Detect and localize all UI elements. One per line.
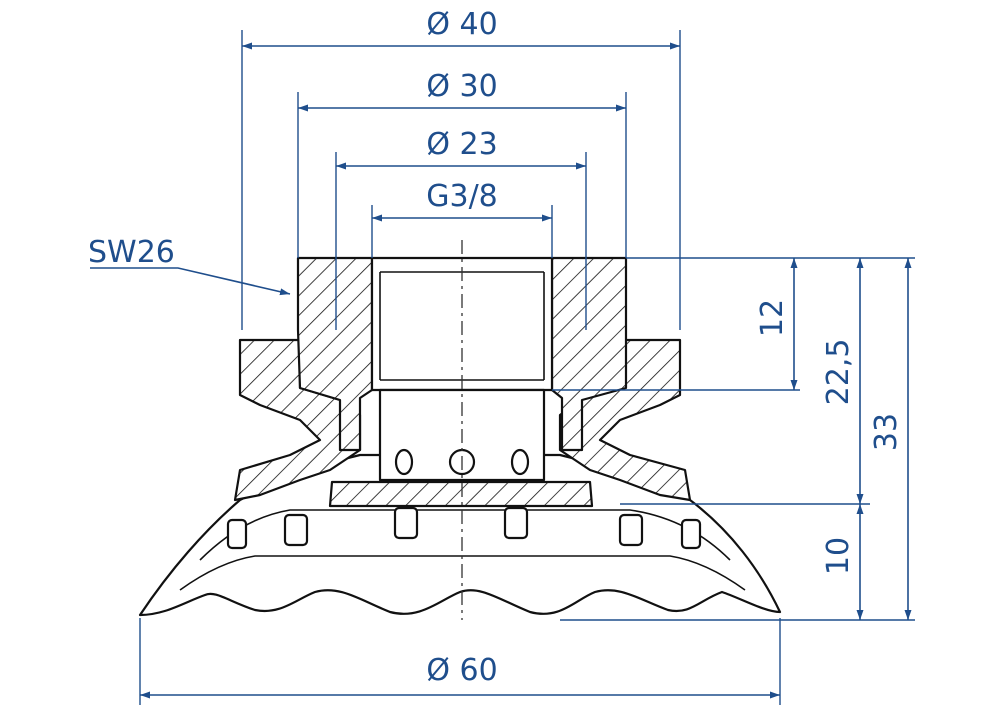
bellows-lip-outline [138, 453, 782, 617]
dim-diameter-40: Ø 40 [426, 7, 497, 42]
callout-sw26: SW26 [88, 235, 175, 270]
dim-diameter-23: Ø 23 [426, 127, 497, 162]
dimension-lines [90, 30, 915, 705]
suction-cup-body [138, 256, 782, 617]
dim-thread-g38: G3/8 [426, 179, 498, 214]
dimension-labels: Ø 40 Ø 30 Ø 23 G3/8 Ø 60 SW26 12 22,5 33… [88, 7, 904, 688]
dim-height-33: 33 [869, 413, 904, 451]
dim-height-22-5: 22,5 [821, 339, 856, 406]
dim-height-12: 12 [755, 299, 790, 337]
dim-height-10: 10 [821, 537, 856, 575]
dim-diameter-30: Ø 30 [426, 69, 497, 104]
dim-diameter-60: Ø 60 [426, 653, 497, 688]
support-studs [226, 506, 702, 550]
support-plate [328, 480, 594, 508]
